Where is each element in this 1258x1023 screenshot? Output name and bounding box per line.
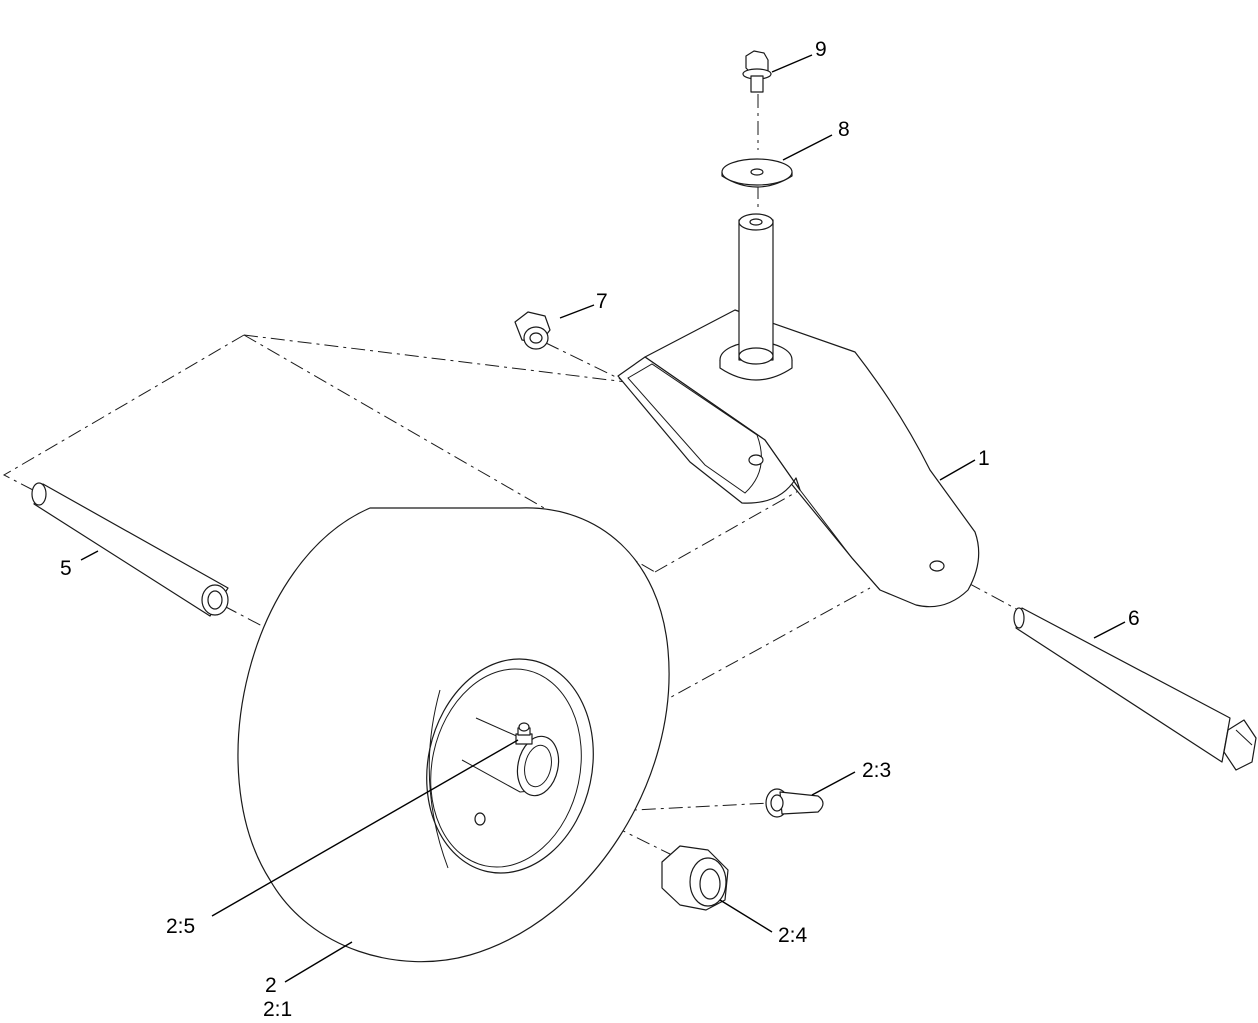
grease-fitting-part-2-5 xyxy=(515,722,533,745)
valve-stem-part-2-3 xyxy=(765,788,824,818)
callout-2-3: 2:3 xyxy=(862,759,891,782)
callout-2-1: 2:1 xyxy=(263,998,292,1021)
washer-part-8 xyxy=(721,158,793,188)
callout-7: 7 xyxy=(596,290,608,313)
callout-5: 5 xyxy=(60,557,72,580)
wheel-assembly-part-2 xyxy=(237,507,670,963)
spacer-tube-part-5 xyxy=(31,482,229,617)
callout-8: 8 xyxy=(838,118,850,141)
kingpin-post xyxy=(719,213,793,381)
leader-lines xyxy=(80,54,1126,983)
callout-9: 9 xyxy=(815,38,827,61)
flange-nut-part-2-4 xyxy=(661,845,729,911)
axle-bolt-part-6 xyxy=(1013,607,1257,771)
flange-nut-part-7 xyxy=(514,311,551,350)
callout-2-5: 2:5 xyxy=(166,915,195,938)
caster-fork-bracket xyxy=(617,309,980,608)
callout-labels: 9 8 7 1 5 6 2:3 2:4 2:5 2 2:1 xyxy=(60,38,1140,1021)
callout-1: 1 xyxy=(978,447,990,470)
callout-2: 2 xyxy=(265,974,277,997)
callout-2-4: 2:4 xyxy=(778,924,808,947)
callout-6: 6 xyxy=(1128,607,1140,630)
bolt-part-9 xyxy=(742,50,772,93)
